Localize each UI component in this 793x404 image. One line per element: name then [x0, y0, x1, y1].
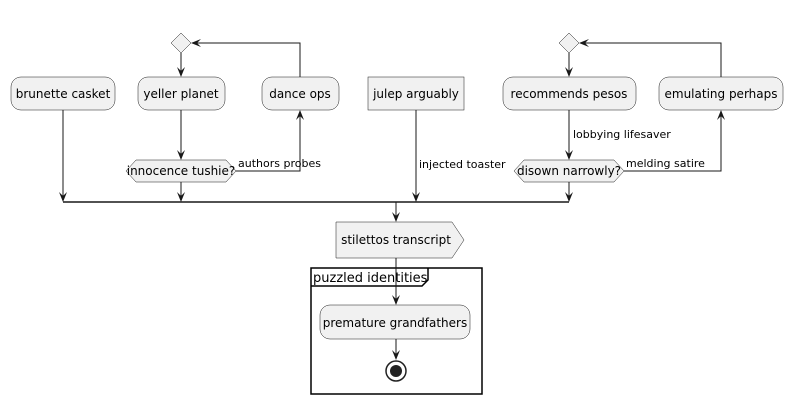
edge-label-lobbying-lifesaver: lobbying lifesaver — [573, 128, 671, 141]
partition-title: puzzled identities — [313, 271, 428, 286]
edge-label-injected-toaster: injected toaster — [419, 158, 506, 171]
edge-emulating-loop-back — [583, 42, 722, 77]
action-premature-grandfathers-label: premature grandfathers — [323, 316, 467, 330]
partition-title-tab — [311, 268, 429, 287]
arrowhead — [579, 39, 589, 47]
edge-decision-to-emulating — [624, 114, 722, 172]
action-recommends-pesos-label: recommends pesos — [511, 87, 628, 101]
arrowhead — [565, 192, 573, 202]
arrowhead — [565, 67, 573, 77]
stop-node-outer — [385, 360, 407, 382]
arrowhead — [412, 192, 420, 202]
action-stilettos-transcript-label: stilettos transcript — [341, 233, 451, 247]
arrowhead — [177, 67, 185, 77]
edge-label-authors-probes: authors probes — [238, 157, 321, 170]
arrowhead — [59, 192, 67, 202]
arrowhead — [296, 110, 304, 120]
arrowhead — [392, 295, 400, 305]
action-julep-arguably-label: julep arguably — [372, 87, 459, 101]
arrowhead — [177, 192, 185, 202]
arrowhead — [392, 350, 400, 360]
arrowhead — [717, 110, 725, 120]
action-dance-ops-label: dance ops — [269, 87, 331, 101]
decision-innocence-tushie-label: innocence tushie? — [127, 164, 236, 178]
decision-disown-narrowly — [513, 159, 625, 183]
arrowhead — [565, 150, 573, 160]
action-emulating-perhaps-label: emulating perhaps — [665, 87, 778, 101]
arrowhead — [392, 212, 400, 222]
arrowhead — [191, 39, 201, 47]
edge-decision-to-dance-ops — [236, 114, 301, 172]
edge-dance-ops-loop-back — [195, 42, 301, 77]
action-brunette-casket-label: brunette casket — [16, 87, 111, 101]
action-stilettos-transcript — [335, 221, 465, 259]
merge-diamond-right — [558, 32, 580, 54]
action-premature-grandfathers — [319, 304, 471, 340]
edge-label-melding-satire: melding satire — [626, 157, 705, 170]
decision-disown-narrowly-label: disown narrowly? — [517, 164, 621, 178]
merge-diamond-left — [170, 32, 192, 54]
action-yeller-planet-label: yeller planet — [143, 87, 219, 101]
decision-innocence-tushie — [125, 159, 237, 183]
arrowhead — [177, 150, 185, 160]
stop-node-inner — [390, 365, 402, 377]
